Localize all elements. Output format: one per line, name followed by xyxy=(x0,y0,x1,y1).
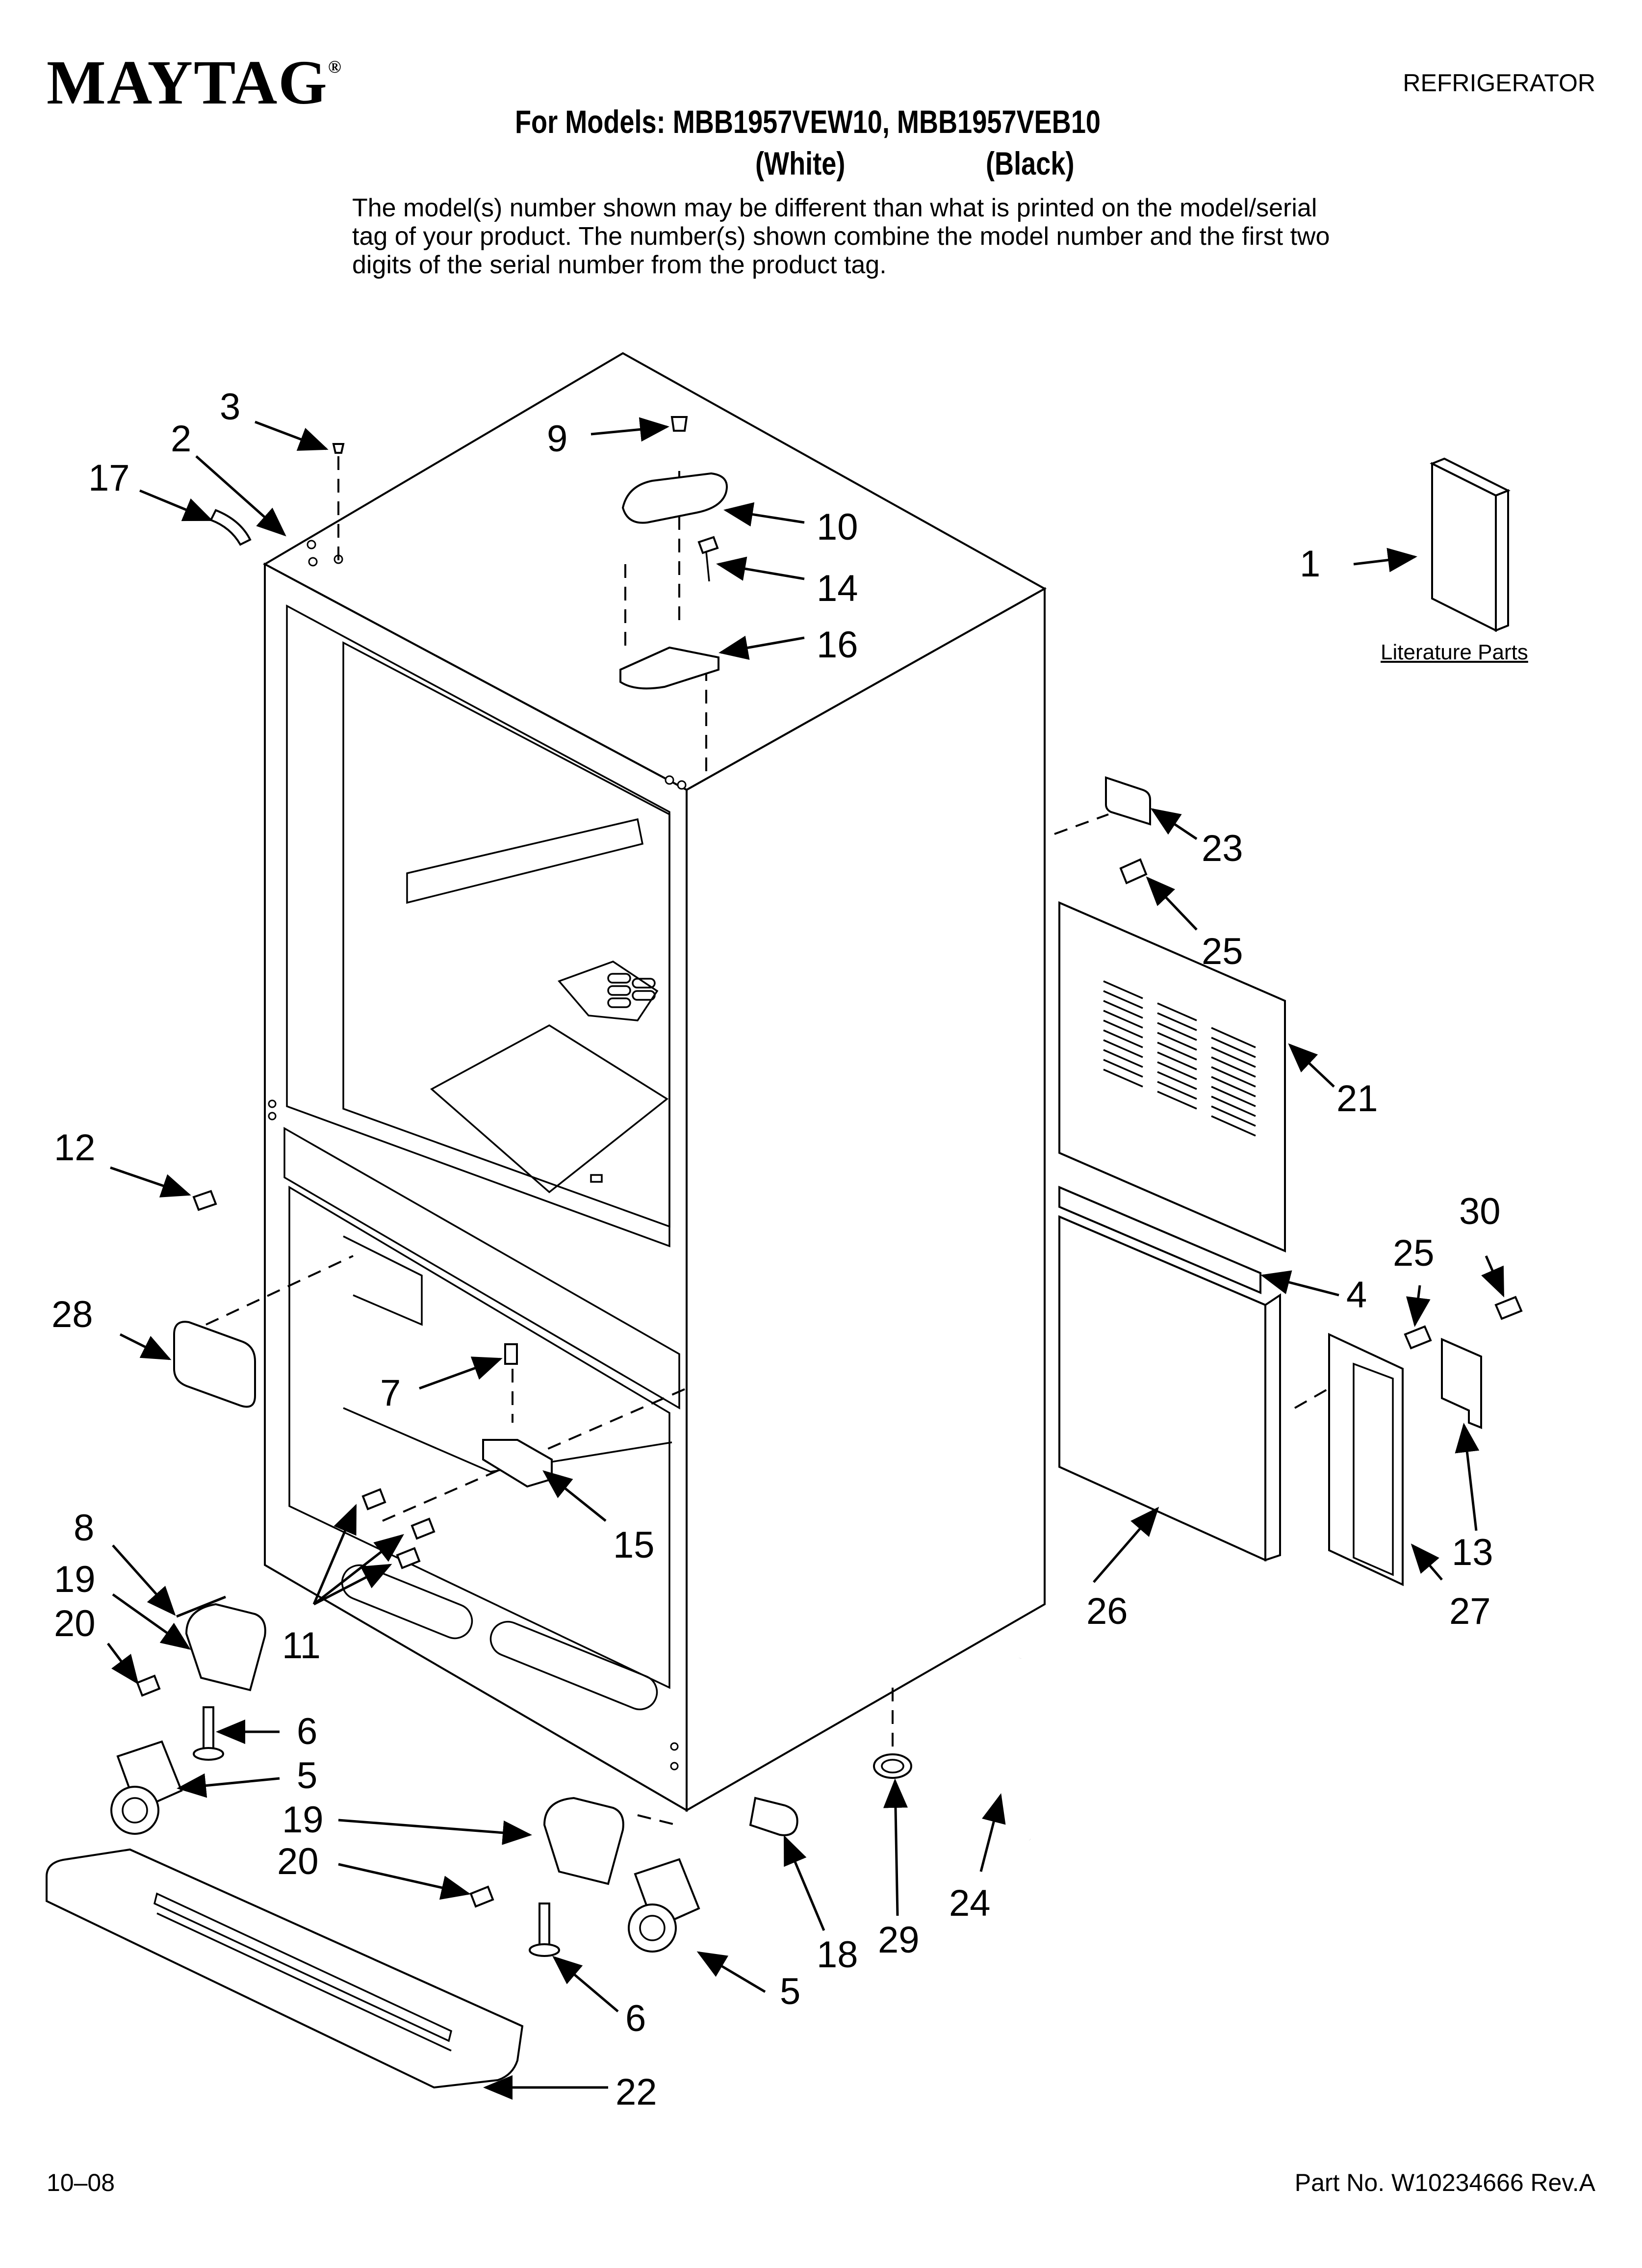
callout-20-left: 20 xyxy=(54,1603,96,1644)
callout-1: 1 xyxy=(1300,543,1320,585)
callout-19-left: 19 xyxy=(54,1559,96,1600)
callout-25-lower: 25 xyxy=(1393,1232,1435,1274)
callout-5-left: 5 xyxy=(297,1755,317,1797)
model-number-notice: The model(s) number shown may be differe… xyxy=(352,194,1330,279)
part-shapes xyxy=(46,416,1523,2089)
callout-15: 15 xyxy=(613,1524,655,1566)
callout-28: 28 xyxy=(51,1294,93,1335)
callout-14: 14 xyxy=(817,568,858,609)
callout-5-right: 5 xyxy=(780,1971,800,2012)
callout-arrows xyxy=(107,417,1505,2100)
brand-logo: MAYTAG® xyxy=(47,47,342,119)
product-category: REFRIGERATOR xyxy=(1403,69,1595,97)
callout-17: 17 xyxy=(88,457,130,499)
registered-mark: ® xyxy=(328,57,342,77)
models-title: For Models: MBB1957VEW10, MBB1957VEB10 xyxy=(515,104,1101,140)
callout-4: 4 xyxy=(1346,1274,1367,1316)
callout-19-right: 19 xyxy=(282,1799,324,1841)
rear-panel xyxy=(1058,901,1286,1253)
callout-24: 24 xyxy=(949,1882,991,1924)
callout-26: 26 xyxy=(1086,1590,1128,1632)
callout-22: 22 xyxy=(616,2071,657,2113)
callout-21: 21 xyxy=(1336,1078,1378,1120)
callout-7: 7 xyxy=(380,1372,401,1414)
callout-6-left: 6 xyxy=(297,1711,317,1752)
kick-grille xyxy=(46,1848,524,2089)
callout-6-right: 6 xyxy=(625,1998,646,2039)
callout-labels: 1 2 3 17 9 10 14 16 23 25 21 4 25 30 13 … xyxy=(51,386,1501,2113)
callout-16: 16 xyxy=(817,624,858,666)
variant-white-label: (White) xyxy=(755,145,846,182)
callout-9: 9 xyxy=(547,418,567,460)
brand-name: MAYTAG xyxy=(47,48,328,117)
callout-18: 18 xyxy=(817,1934,858,1976)
callout-3: 3 xyxy=(220,386,240,428)
callout-27: 27 xyxy=(1449,1590,1491,1632)
variant-black-label: (Black) xyxy=(986,145,1075,182)
callout-8: 8 xyxy=(74,1507,94,1549)
callout-2: 2 xyxy=(171,418,191,460)
control-cover xyxy=(173,1321,256,1408)
callout-13: 13 xyxy=(1452,1532,1493,1573)
callout-10: 10 xyxy=(817,506,858,548)
revision-date: 10–08 xyxy=(47,2169,115,2196)
callout-29: 29 xyxy=(878,1919,920,1961)
part-number: Part No. W10234666 Rev.A xyxy=(1294,2169,1595,2196)
literature-parts-label: Literature Parts xyxy=(1381,640,1528,664)
callout-12: 12 xyxy=(54,1127,96,1169)
refrigerator-cabinet xyxy=(262,352,1047,1812)
callout-25-upper: 25 xyxy=(1202,931,1243,972)
callout-30: 30 xyxy=(1459,1191,1501,1232)
callout-20-right: 20 xyxy=(277,1841,319,1882)
callout-11: 11 xyxy=(282,1625,321,1667)
callout-23: 23 xyxy=(1202,828,1243,869)
